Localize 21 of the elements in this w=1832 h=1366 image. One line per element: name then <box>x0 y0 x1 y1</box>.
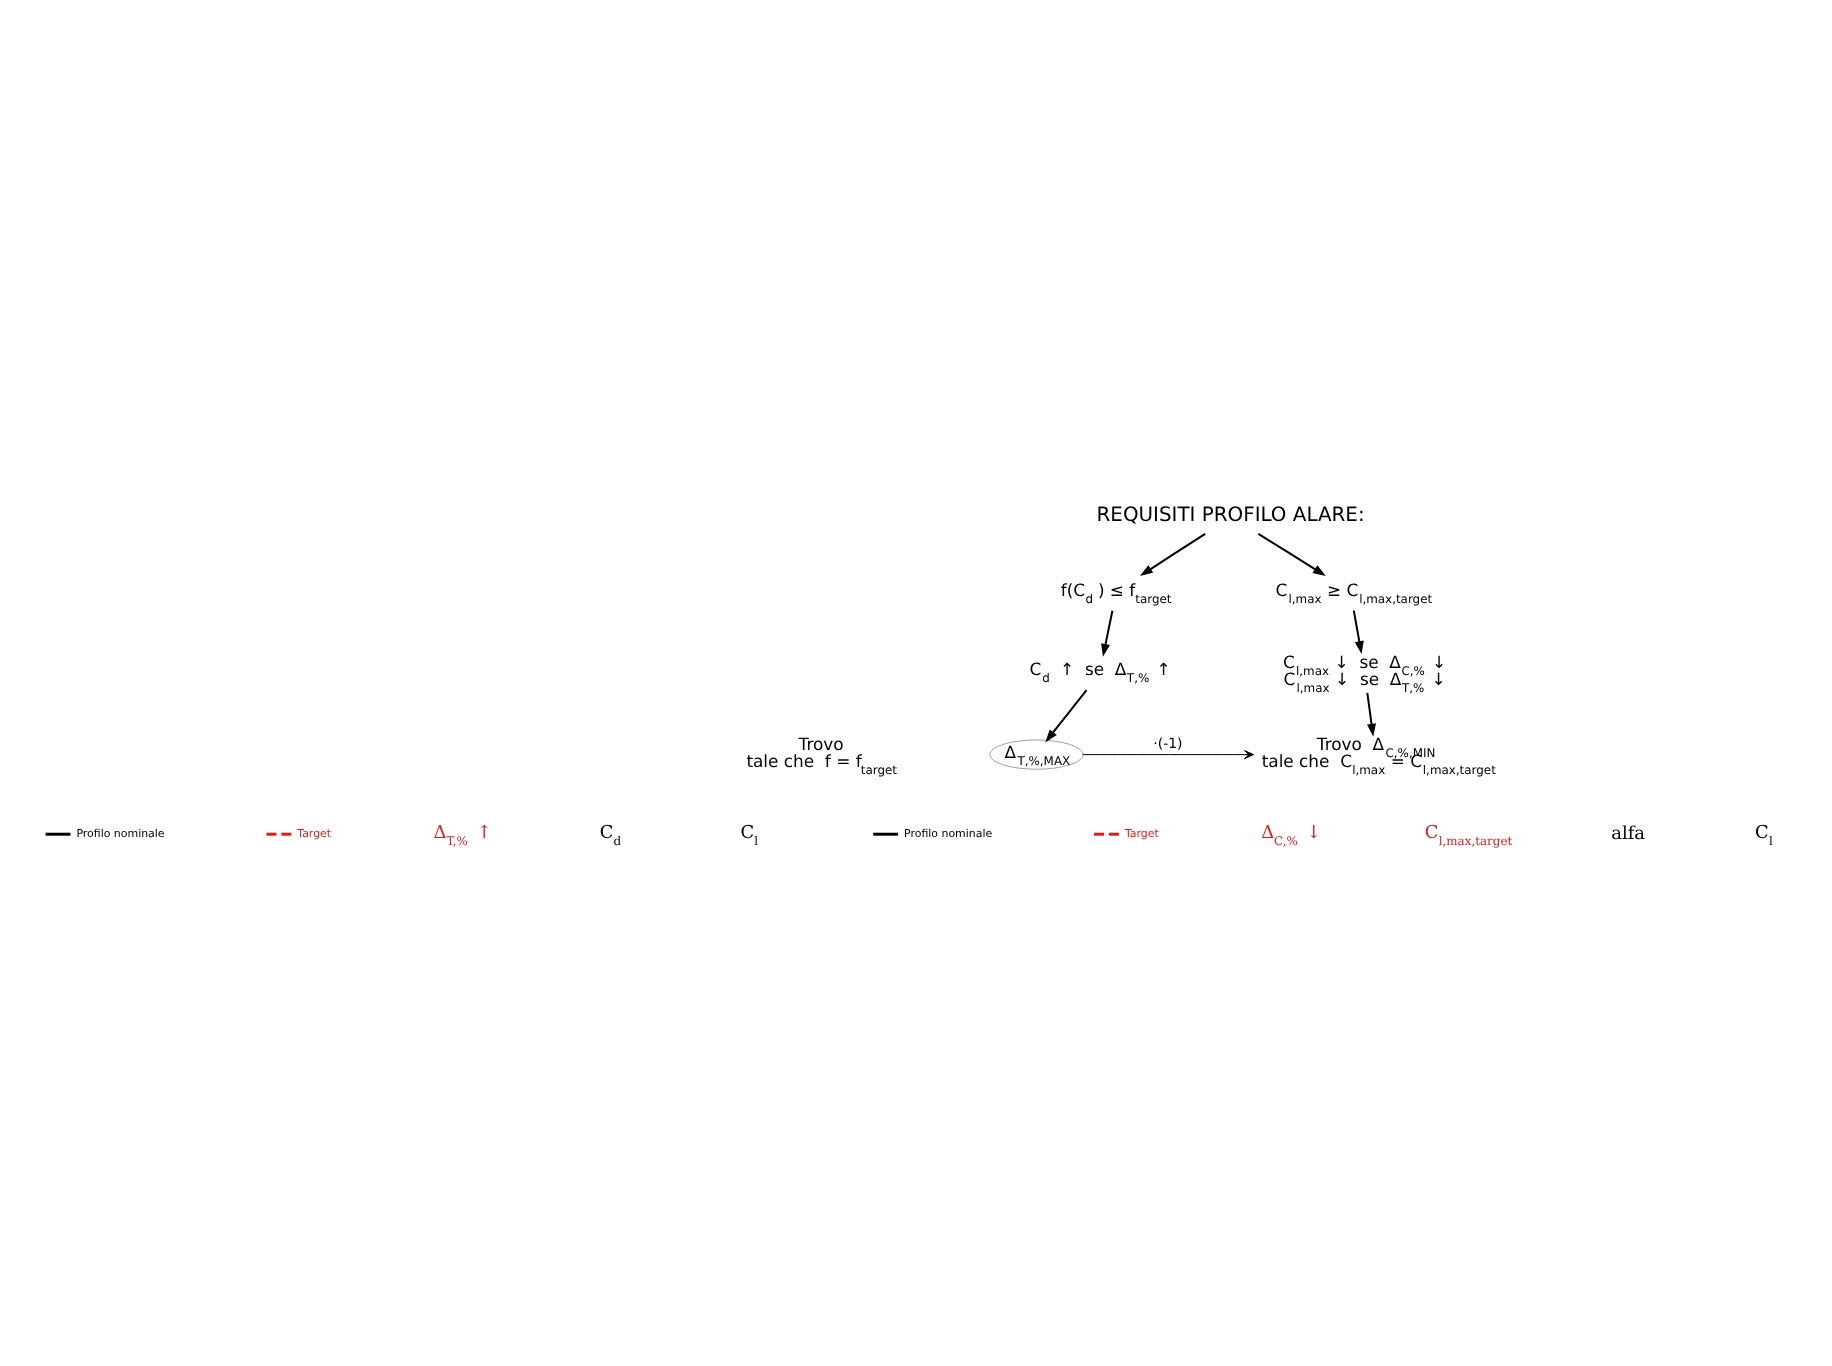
node-text: C$_{l,max}$ ↓ se Δ$_{C,%}$ ↓ C$_{l,max}$ ↓ se Δ$_{T,%}$ ↓ <box>1283 651 1447 696</box>
node-text: REQUISITI PROFILO ALARE: <box>1096 504 1365 527</box>
label: alfa <box>1611 824 1645 845</box>
label: Δ$_{C,%}$ ↓ <box>1261 823 1322 849</box>
node-text: f(C$_{d}$) ≤ f$_{target}$ <box>1060 579 1172 607</box>
arrow <box>1366 691 1376 737</box>
arrow <box>1257 532 1326 576</box>
label: Δ$_{T,%}$ ↑ <box>433 823 492 849</box>
node-text: C$_{d}$ ↑ se Δ$_{T,%}$ ↑ <box>1029 659 1171 687</box>
label: C$_{l,max,target}$ <box>1424 823 1513 849</box>
label: C$_{d}$ <box>599 823 622 849</box>
arrow <box>1082 750 1254 760</box>
label: C$_{l}$ <box>1755 823 1773 849</box>
node-ellipse: Δ$_{T,%,MAX}$ <box>989 739 1084 770</box>
node-text: C$_{l,max}$ ≥ C$_{l,max,target}$ <box>1275 579 1433 607</box>
arrow <box>1101 609 1114 657</box>
node-text: Trovo tale che f = f$_{target}$ <box>746 734 898 779</box>
arrow <box>1352 609 1364 655</box>
label: C$_{l}$ <box>740 823 759 849</box>
arrow <box>1045 689 1088 743</box>
arrow <box>1139 532 1207 576</box>
